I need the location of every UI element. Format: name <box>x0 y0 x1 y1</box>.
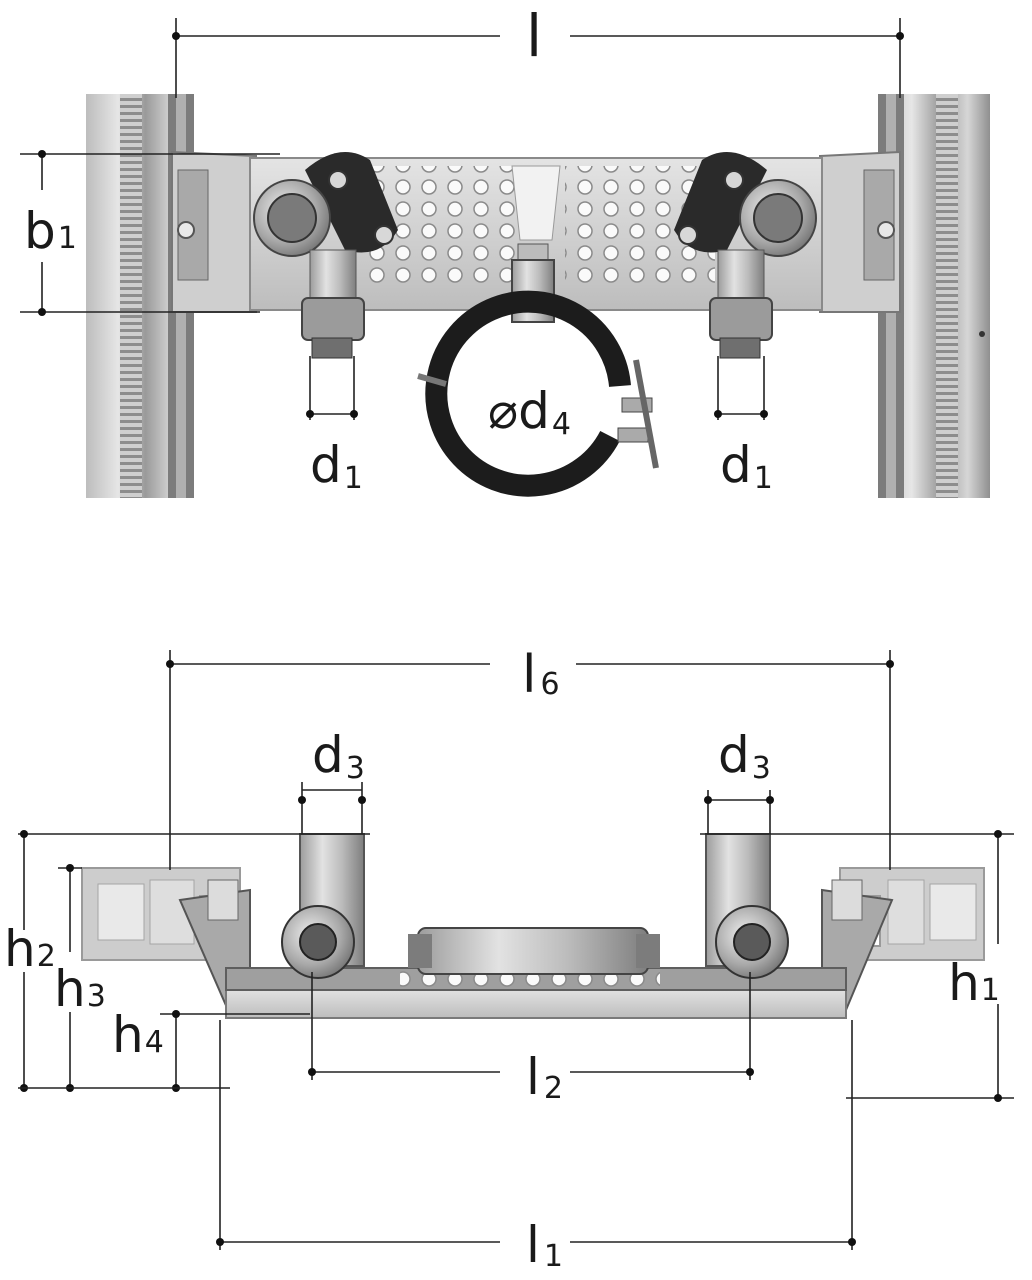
label-h4: h4 <box>112 1006 164 1064</box>
right-rail-profile <box>839 867 985 961</box>
right-elbow-fitting <box>674 152 817 359</box>
label-h2: h2 <box>4 920 56 978</box>
side-view <box>81 833 985 1019</box>
front-view <box>86 94 990 498</box>
center-clamp-body <box>408 927 660 975</box>
label-d4: ⌀d4 <box>488 382 571 442</box>
label-d3-right: d3 <box>718 726 771 786</box>
label-b1: b1 <box>24 202 77 260</box>
left-riser-pipe <box>281 833 365 979</box>
label-l: l <box>526 2 542 70</box>
label-d1-left: d1 <box>310 436 363 496</box>
label-h3: h3 <box>54 960 106 1018</box>
right-riser-pipe <box>705 833 789 979</box>
dimension-lines <box>18 18 1014 1250</box>
base-plate <box>225 967 847 1019</box>
label-d3-left: d3 <box>312 726 365 786</box>
label-d1-right: d1 <box>720 436 773 496</box>
right-bracket <box>819 150 901 313</box>
left-bracket <box>171 150 257 313</box>
pipe-clamp <box>417 243 659 497</box>
left-elbow-fitting <box>253 152 398 359</box>
label-h1: h1 <box>948 954 1000 1012</box>
